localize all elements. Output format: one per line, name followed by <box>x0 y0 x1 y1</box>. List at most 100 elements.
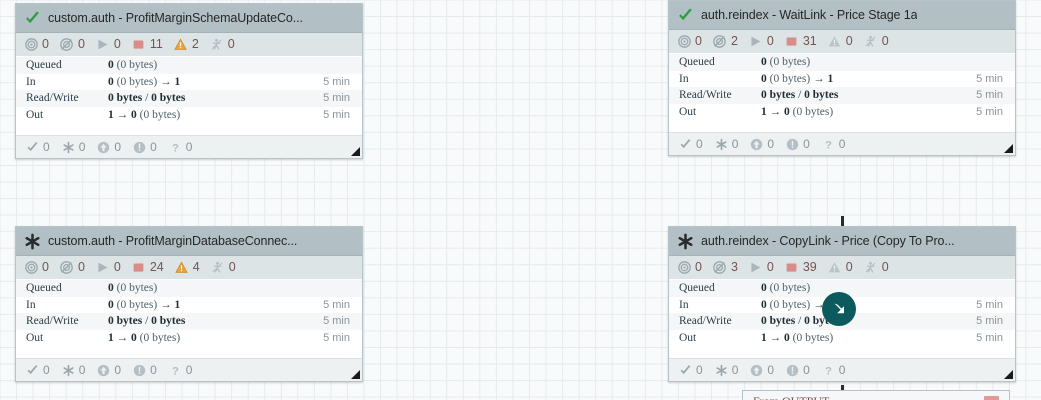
stat-disabled: 0 <box>211 261 236 275</box>
row-time: 5 min <box>323 92 350 105</box>
disabled-icon <box>210 38 224 52</box>
row-value: 1 → 0 (0 bytes) <box>761 331 834 344</box>
stat-active-threads: 0 <box>677 35 702 49</box>
stat-active-threads: 0 <box>24 261 49 275</box>
footer-stat-unknown: ? 0 <box>169 364 193 377</box>
check-icon <box>24 10 41 27</box>
terminated-threads-icon <box>713 35 727 49</box>
connection-card[interactable]: From OUTPUT <box>742 390 1010 400</box>
connection-link-middle <box>841 216 844 226</box>
stat-warnings: 0 <box>828 35 853 49</box>
row-label: Out <box>26 108 44 121</box>
row-time: 5 min <box>323 75 350 88</box>
resize-handle[interactable] <box>1004 370 1013 379</box>
svg-text:?: ? <box>172 365 179 376</box>
row-value: 0 (0 bytes) <box>108 282 158 295</box>
row-label: Out <box>26 331 44 344</box>
question-icon: ? <box>822 138 835 150</box>
warning-icon-muted <box>828 261 842 275</box>
processor-stats-bar: 0 3 0 39 0 <box>669 256 1015 280</box>
stat-terminated-threads: 0 <box>60 261 85 275</box>
row-label: Read/Write <box>26 315 79 328</box>
disabled-icon <box>864 35 878 49</box>
table-spacer <box>16 346 362 358</box>
row-label: In <box>679 298 689 311</box>
processor-header[interactable]: auth.reindex - CopyLink - Price (Copy To… <box>669 227 1015 256</box>
row-label: In <box>679 72 689 85</box>
stat-running: 0 <box>749 35 774 49</box>
processor-title: auth.reindex - WaitLink - Price Stage 1a <box>701 8 918 22</box>
row-label: Queued <box>26 59 62 72</box>
warning-icon <box>175 261 189 275</box>
processor-header[interactable]: custom.auth - ProfitMarginSchemaUpdateCo… <box>16 4 362 33</box>
row-time: 5 min <box>976 315 1003 328</box>
processor-card[interactable]: custom.auth - ProfitMarginDatabaseConnec… <box>15 226 363 382</box>
svg-text:?: ? <box>172 142 179 153</box>
processor-card[interactable]: auth.reindex - WaitLink - Price Stage 1a… <box>668 0 1016 156</box>
stat-running: 0 <box>96 38 121 52</box>
info-circle-icon <box>786 138 799 151</box>
resize-handle[interactable] <box>351 147 360 156</box>
processor-stats-bar: 0 2 0 31 0 <box>669 30 1015 54</box>
check-icon <box>26 141 39 154</box>
processor-footer: 0 0 0 0 ? 0 <box>669 132 1015 155</box>
bulletin-icon <box>785 35 799 49</box>
question-icon: ? <box>169 141 182 153</box>
footer-stat-invalid: 0 <box>786 364 810 377</box>
row-time <box>953 280 1015 297</box>
info-circle-icon <box>133 364 146 377</box>
row-value: 0 bytes / 0 bytes <box>761 89 839 102</box>
footer-stat-running: 0 <box>97 364 121 377</box>
footer-stat-unknown: ? 0 <box>822 364 846 377</box>
footer-stat-valid: 0 <box>26 141 50 154</box>
resize-handle[interactable] <box>351 370 360 379</box>
footer-stat-invalid: 0 <box>133 141 157 154</box>
processor-card[interactable]: auth.reindex - CopyLink - Price (Copy To… <box>668 226 1016 382</box>
disabled-icon <box>864 261 878 275</box>
resize-handle[interactable] <box>1004 144 1013 153</box>
processor-header[interactable]: auth.reindex - WaitLink - Price Stage 1a <box>669 1 1015 30</box>
table-spacer <box>16 123 362 135</box>
terminated-threads-icon <box>713 261 727 275</box>
stat-terminated-threads: 3 <box>713 261 738 275</box>
check-icon <box>26 364 39 377</box>
footer-stat-unknown: ? 0 <box>822 138 846 151</box>
arrow-up-circle-icon <box>750 364 763 377</box>
run-icon <box>749 35 763 49</box>
row-value: 0 (0 bytes) → 1 <box>761 72 834 85</box>
row-time: 5 min <box>976 89 1003 102</box>
question-icon: ? <box>822 364 835 376</box>
row-value: 0 bytes / 0 bytes <box>108 315 186 328</box>
active-threads-icon <box>677 261 691 275</box>
disabled-icon <box>211 261 225 275</box>
row-time: 5 min <box>976 72 1003 85</box>
arrow-up-circle-icon <box>97 141 110 154</box>
stat-terminated-threads: 2 <box>713 35 738 49</box>
processor-header[interactable]: custom.auth - ProfitMarginDatabaseConnec… <box>16 227 362 256</box>
row-value: 1 → 0 (0 bytes) <box>761 105 834 118</box>
row-label: Queued <box>679 56 715 69</box>
row-time <box>300 57 362 74</box>
processor-card[interactable]: custom.auth - ProfitMarginSchemaUpdateCo… <box>15 3 363 159</box>
arrow-up-circle-icon <box>97 364 110 377</box>
footer-stat-valid: 0 <box>679 138 703 151</box>
row-time: 5 min <box>323 331 350 344</box>
processor-title: custom.auth - ProfitMarginSchemaUpdateCo… <box>48 11 303 25</box>
footer-stat-running: 0 <box>97 141 121 154</box>
stat-running: 0 <box>96 261 121 275</box>
processor-stats-bar: 0 0 0 11 2 <box>16 33 362 57</box>
active-threads-icon <box>677 35 691 49</box>
row-time <box>300 280 362 297</box>
row-label: Queued <box>26 282 62 295</box>
